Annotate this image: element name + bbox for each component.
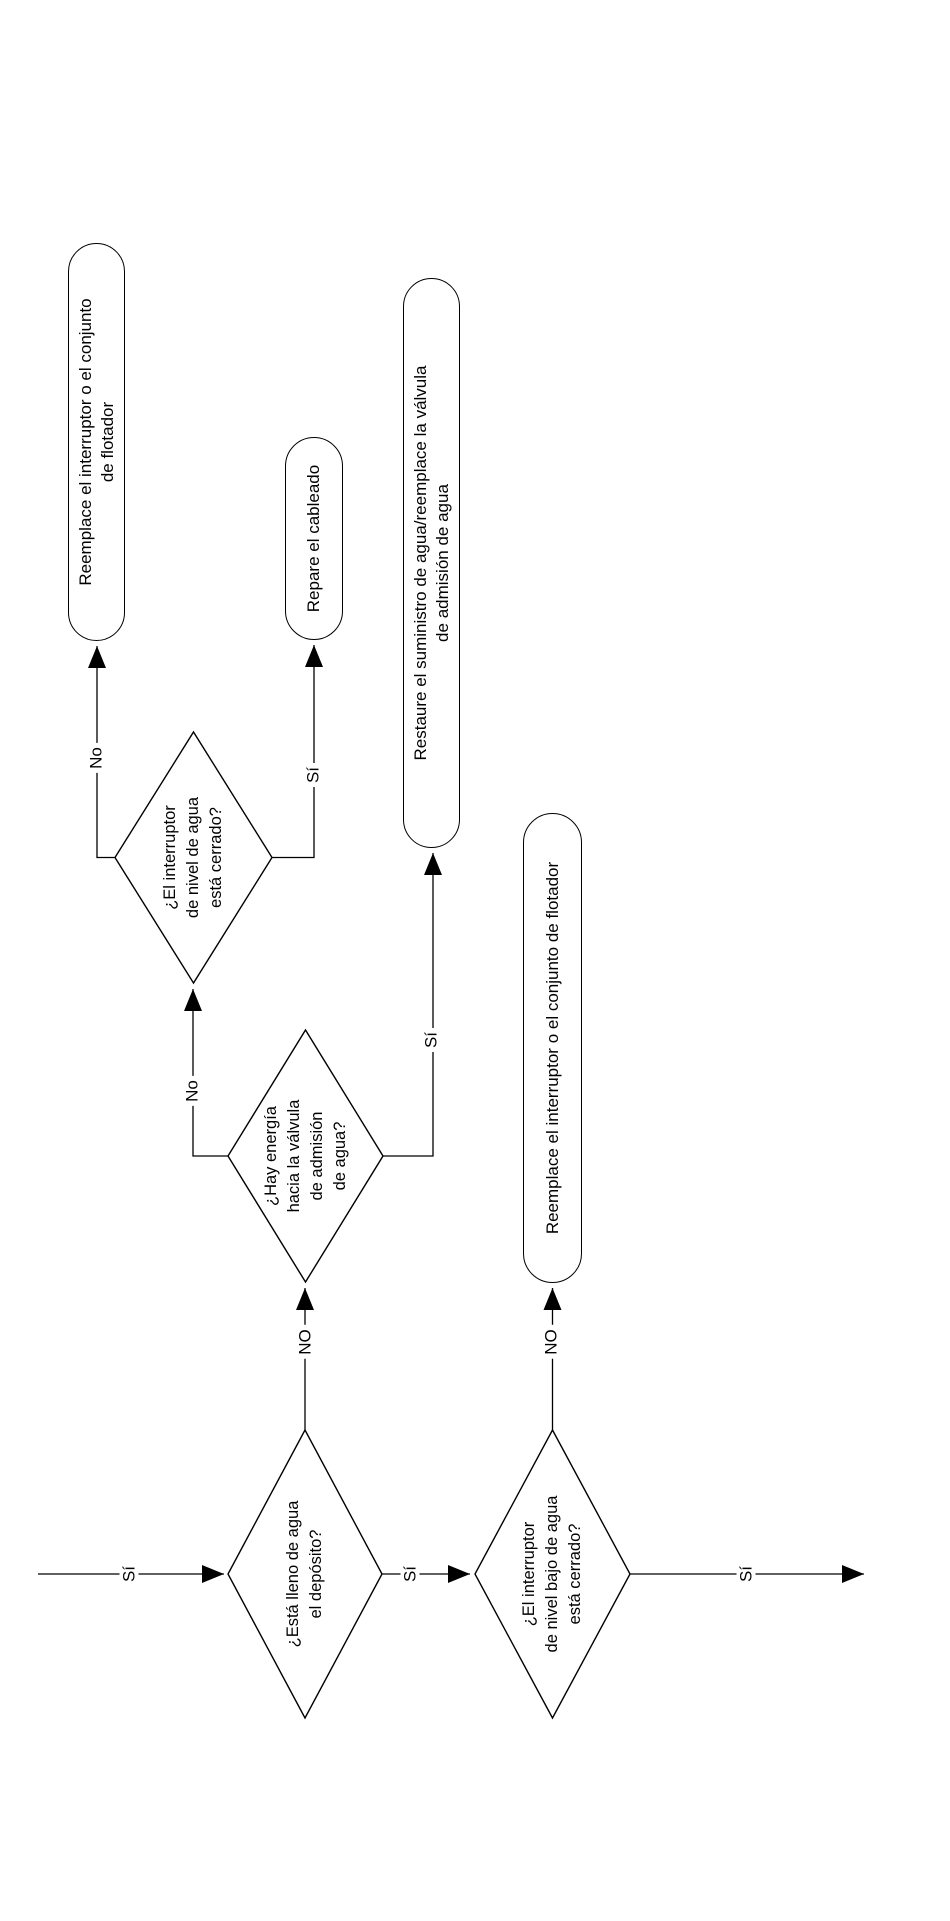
connector-level-switch-to-replace — [88, 646, 115, 859]
edge-label-entry-yes: Sí — [119, 1561, 139, 1587]
edge-label-power-yes: Sí — [421, 1027, 441, 1053]
connector-power-to-level-switch — [184, 989, 228, 1157]
edge-label-power-no: No — [182, 1076, 202, 1106]
decision-power-to-valve-shape — [227, 1028, 384, 1284]
edge-label-low-level-no: NO — [541, 1325, 561, 1359]
edge-label-tank-full-no: NO — [295, 1325, 315, 1359]
connector-level-switch-to-repair — [272, 645, 323, 859]
decision-low-water-level-switch-shape — [474, 1428, 631, 1720]
decision-tank-full-label: ¿Está lleno de agua el depósito? — [284, 1500, 325, 1648]
edge-label-tank-full-yes: Sí — [400, 1561, 420, 1587]
action-replace-float-switch-top: Reemplace el interruptor o el conjunto d… — [68, 243, 125, 641]
decision-power-to-valve-label: ¿Hay energía hacia la válvula de admisió… — [261, 1099, 349, 1213]
decision-water-level-switch-shape — [114, 730, 273, 985]
action-repair-wiring: Repare el cableado — [285, 437, 343, 640]
action-restore-water-supply: Restaure el suministro de agua/reemplace… — [403, 278, 460, 848]
edge-label-low-level-yes: Sí — [736, 1561, 756, 1587]
decision-low-water-level-switch-label: ¿El interruptor de nivel bajo de agua es… — [520, 1495, 584, 1653]
edge-label-level-switch-no: No — [86, 743, 106, 773]
connector-power-to-restore — [383, 853, 442, 1157]
edge-label-level-switch-yes: Sí — [303, 762, 323, 788]
decision-tank-full-shape — [227, 1428, 383, 1720]
action-replace-float-switch-bottom: Reemplace el interruptor o el conjunto d… — [523, 813, 582, 1283]
decision-water-level-switch-label: ¿El interruptor de nivel de agua está ce… — [161, 796, 225, 919]
